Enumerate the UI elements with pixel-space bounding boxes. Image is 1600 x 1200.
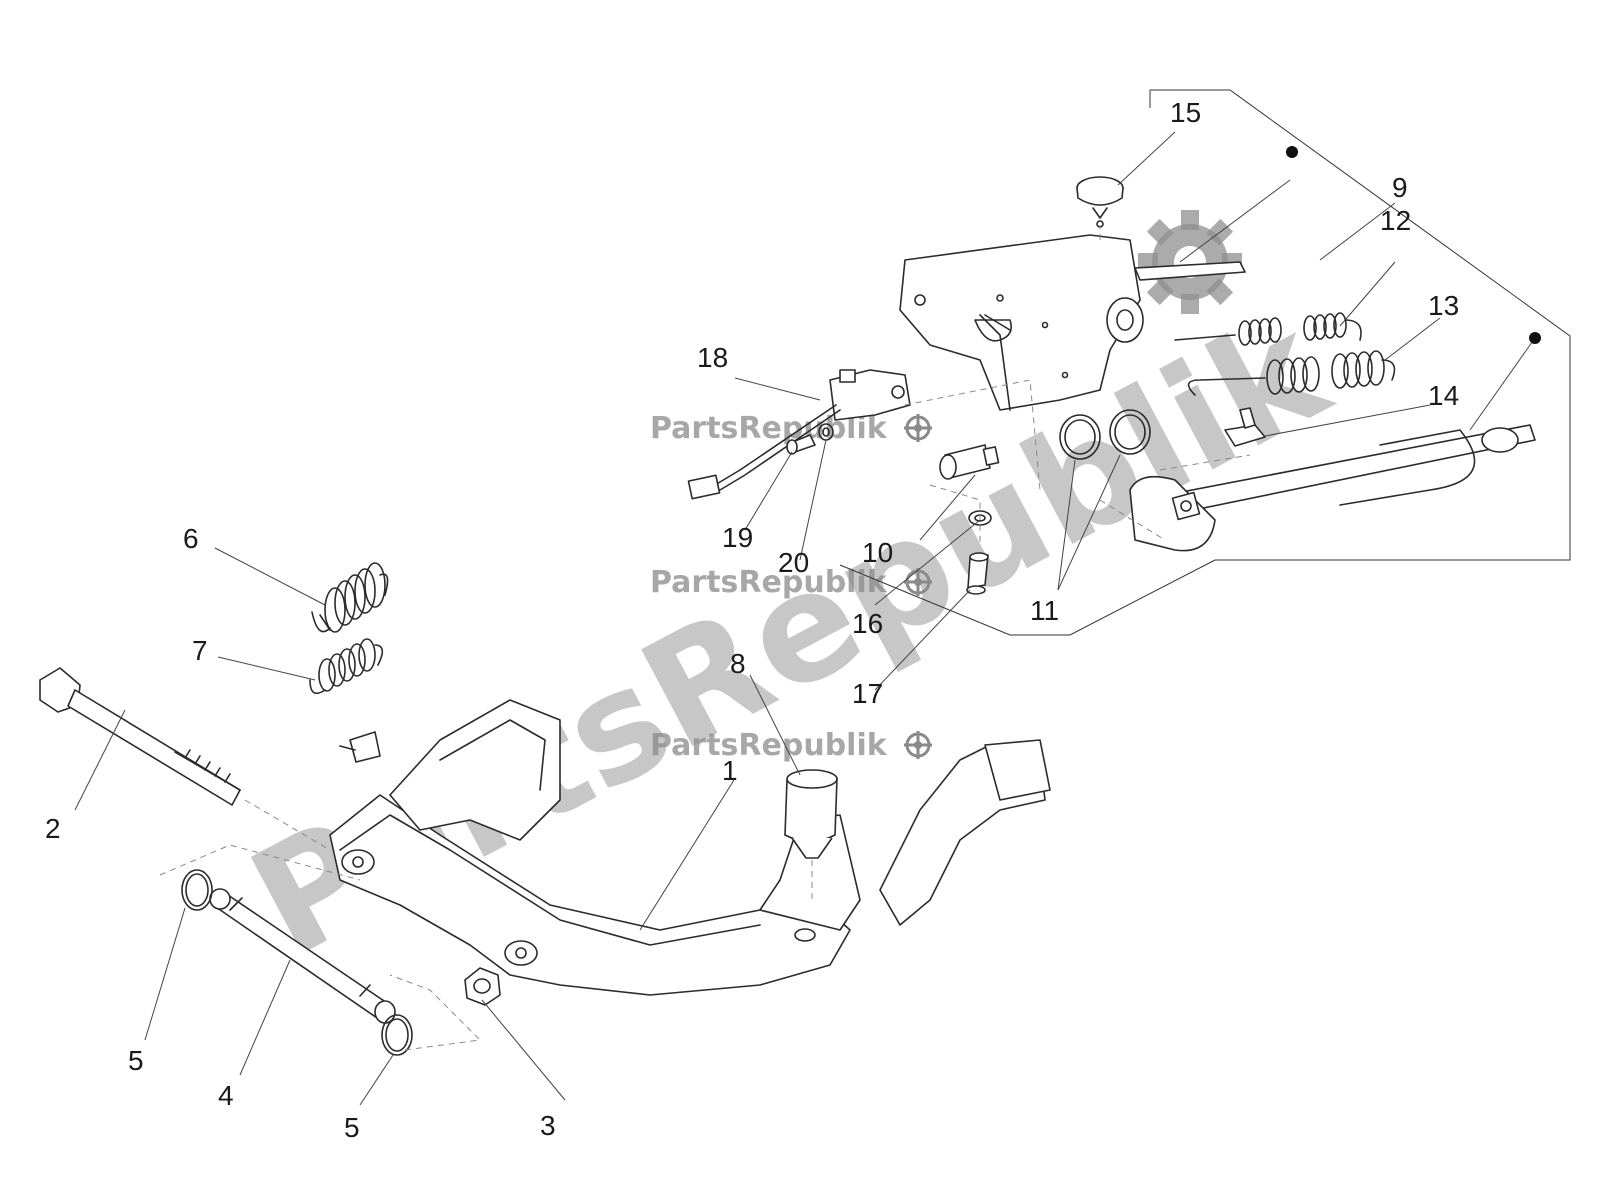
part-17-bolt xyxy=(966,552,989,595)
part-2-bolt xyxy=(39,667,241,806)
leader-lines xyxy=(74,131,1536,1106)
leader-17 xyxy=(874,589,971,691)
part-9-bracket xyxy=(899,234,1246,411)
leader-11a xyxy=(1057,459,1076,591)
leader-4 xyxy=(239,959,291,1076)
leader-20 xyxy=(799,439,827,561)
callout-20: 20 xyxy=(778,547,809,578)
callout-3: 3 xyxy=(540,1110,556,1141)
callout-16: 16 xyxy=(852,608,883,639)
callout-7: 7 xyxy=(192,635,208,666)
assembly-guide-bolt xyxy=(244,799,331,851)
leader-5b xyxy=(359,1054,394,1106)
assembly-9-outline xyxy=(839,89,1571,636)
callout-2: 2 xyxy=(45,813,61,844)
leader-dot-top xyxy=(1179,179,1291,263)
callout-14: 14 xyxy=(1428,380,1459,411)
part-13-spring xyxy=(1187,350,1396,396)
leader-1 xyxy=(639,779,735,931)
callout-15: 15 xyxy=(1170,97,1201,128)
leader-11b xyxy=(1057,454,1121,591)
assembly-guide-pin xyxy=(159,844,482,1051)
part-15-cap xyxy=(1076,176,1124,228)
callout-8: 8 xyxy=(730,648,746,679)
part-10-bushing xyxy=(939,444,1000,480)
leader-6 xyxy=(214,547,326,606)
leader-5a xyxy=(144,907,186,1041)
callout-12: 12 xyxy=(1380,205,1411,236)
callout-11: 11 xyxy=(1030,595,1059,626)
part-6-spring xyxy=(311,562,389,633)
part-7-spring xyxy=(309,638,384,695)
callout-13: 13 xyxy=(1428,290,1459,321)
reference-dot-top xyxy=(1286,146,1298,158)
callout-4: 4 xyxy=(218,1080,234,1111)
callout-6: 6 xyxy=(183,523,199,554)
callout-labels: 1 2 3 4 5 5 6 7 8 9 10 11 12 13 14 15 16… xyxy=(45,97,1459,1143)
leader-7 xyxy=(217,656,316,681)
leader-10 xyxy=(919,474,976,541)
callout-5-right: 5 xyxy=(344,1112,360,1143)
watermark-small-text: PartsRepublik xyxy=(650,565,888,600)
leader-3 xyxy=(481,999,566,1101)
part-18-sensor xyxy=(687,369,911,500)
part-12-spring xyxy=(1174,312,1362,346)
callout-9: 9 xyxy=(1392,172,1408,203)
part-1-center-stand xyxy=(329,699,1051,996)
callout-10: 10 xyxy=(862,537,893,568)
gear-icon xyxy=(904,414,932,442)
part-11-rings xyxy=(1059,409,1151,460)
callout-17: 17 xyxy=(852,678,883,709)
gear-icon xyxy=(904,568,932,596)
watermark-small-2: PartsRepublik xyxy=(650,565,932,600)
gear-icon xyxy=(904,731,932,759)
reference-dot-right xyxy=(1529,332,1541,344)
part-19-screw xyxy=(786,434,816,455)
part-5-ring-left xyxy=(181,869,213,911)
leader-13 xyxy=(1384,317,1441,361)
callout-19: 19 xyxy=(722,522,753,553)
part-8-buffer xyxy=(784,769,838,859)
leader-8 xyxy=(749,674,801,776)
assembly-guide-bracket xyxy=(904,225,1251,545)
leader-dot-right xyxy=(1469,337,1536,431)
leader-12 xyxy=(1339,261,1396,327)
part-9-side-stand xyxy=(1129,424,1536,552)
leader-2 xyxy=(74,709,126,811)
callout-5-left: 5 xyxy=(128,1045,144,1076)
part-14-stopper xyxy=(1224,407,1266,447)
leader-14 xyxy=(1264,404,1431,437)
leader-19 xyxy=(744,451,793,531)
leader-16 xyxy=(874,519,981,606)
leader-15 xyxy=(1117,131,1176,186)
part-5-ring-right xyxy=(381,1014,413,1056)
leader-9 xyxy=(1319,202,1396,261)
part-3-nut xyxy=(464,967,501,1006)
watermark-small-text: PartsRepublik xyxy=(650,728,888,763)
callout-1: 1 xyxy=(722,755,738,786)
callout-18: 18 xyxy=(697,342,728,373)
watermark-small-3: PartsRepublik xyxy=(650,728,932,763)
leader-18 xyxy=(734,377,821,401)
